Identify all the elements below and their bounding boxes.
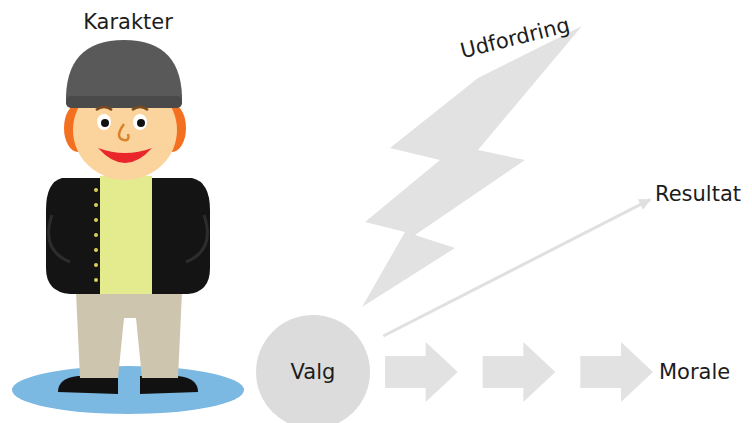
bolt-shape: [360, 18, 595, 310]
left-arm-line: [49, 215, 70, 262]
nose: [119, 124, 129, 140]
right-arm-line: [186, 215, 207, 262]
eyebrow: [132, 107, 148, 110]
button: [94, 278, 98, 282]
hat: [66, 40, 182, 104]
eye: [133, 114, 147, 130]
challenge-bolt: Udfordring: [360, 18, 595, 310]
pupil: [101, 119, 109, 127]
trousers: [76, 292, 182, 378]
button: [94, 218, 98, 222]
pupil: [137, 119, 145, 127]
bolt-fill: [362, 26, 582, 307]
node-text: Karakter: [20, 8, 236, 36]
result-node: Resultat: [655, 180, 752, 208]
character-node: Karakter: [20, 2, 236, 402]
hat-brim: [66, 96, 182, 108]
eyebrow: [96, 107, 112, 110]
result-arrow: [383, 200, 650, 336]
chevron-arrows: [385, 342, 653, 402]
ground-ellipse: [12, 366, 244, 414]
button: [94, 188, 98, 192]
moral-node: Morale: [659, 358, 752, 386]
button: [94, 233, 98, 237]
mouth: [98, 148, 152, 163]
shirt: [100, 176, 152, 294]
buttons: [94, 188, 98, 282]
left-shoe: [58, 376, 118, 394]
button: [94, 203, 98, 207]
circle-fill: [256, 315, 370, 423]
eye: [97, 114, 111, 130]
button: [94, 263, 98, 267]
choice-circle: Valg: [256, 315, 370, 423]
node-text: Morale: [659, 358, 752, 386]
button: [94, 248, 98, 252]
right-shoe: [140, 376, 198, 394]
node-text: Valg: [256, 358, 370, 386]
node-text: Resultat: [655, 180, 752, 208]
